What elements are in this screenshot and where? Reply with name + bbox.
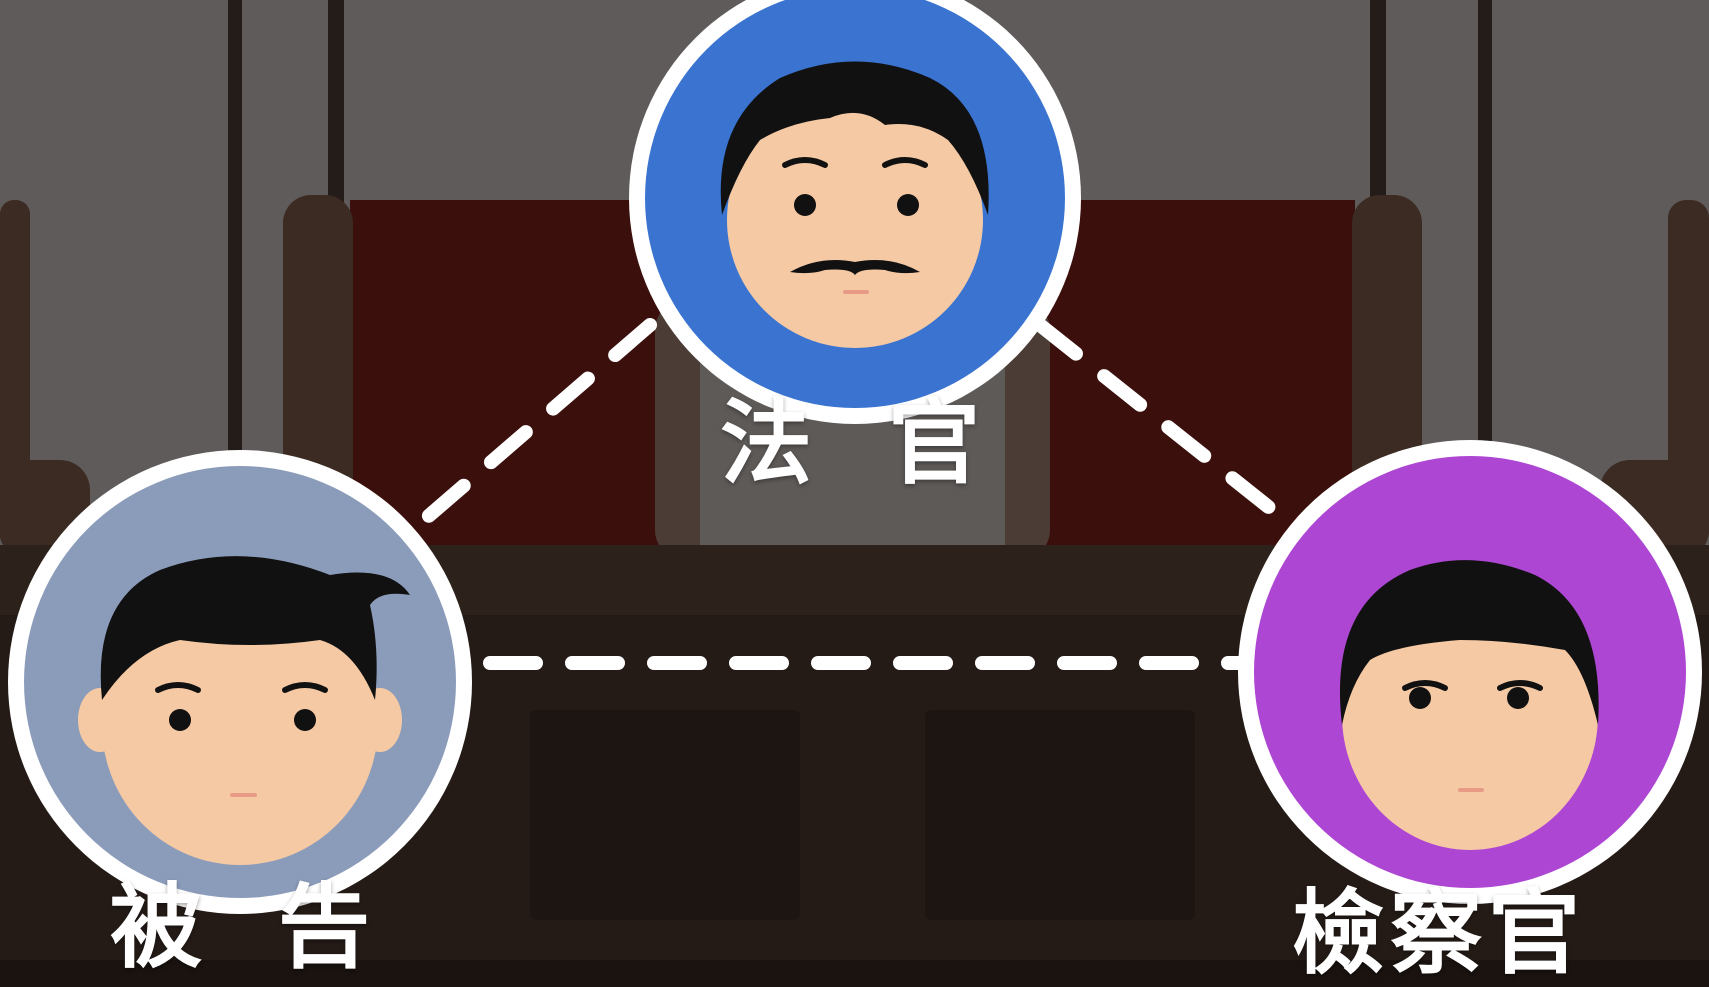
- defendant-avatar: [8, 450, 472, 914]
- prosecutor-label: 檢察官: [1292, 880, 1587, 987]
- dashed-connectors: [388, 318, 1327, 670]
- floor-strip: [0, 960, 1709, 987]
- connector-judge-prosecutor: [1033, 318, 1327, 555]
- judge-avatar: [629, 0, 1081, 424]
- defendant-label: 被 告: [110, 874, 393, 981]
- prosecutor-avatar: [1238, 440, 1702, 904]
- connector-judge-defendant: [388, 318, 657, 552]
- judge-label: 法 官: [720, 390, 1003, 497]
- desk-panels: [530, 710, 1195, 920]
